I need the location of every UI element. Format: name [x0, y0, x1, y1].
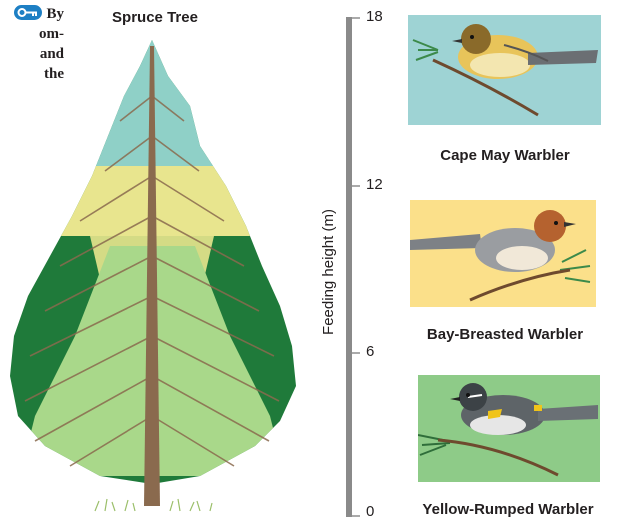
bay-breasted-warbler-panel — [410, 200, 596, 307]
tick-label-12: 12 — [366, 176, 390, 193]
axis-label: Feeding height (m) — [320, 197, 340, 347]
spruce-tree-illustration — [0, 36, 300, 521]
axis-bar — [346, 17, 352, 517]
cape-may-warbler-panel — [408, 15, 601, 125]
yellow-rumped-warbler-panel — [418, 375, 600, 482]
tick-label-18: 18 — [366, 8, 390, 25]
bird-caption-cape-may: Cape May Warbler — [395, 147, 615, 164]
tick-label-6: 6 — [366, 343, 390, 360]
feeding-height-axis — [300, 0, 380, 521]
tick-label-0: 0 — [366, 503, 390, 520]
bird-caption-bay-breasted: Bay-Breasted Warbler — [395, 326, 615, 343]
fragment-line-1: By — [0, 4, 64, 24]
tree-title: Spruce Tree — [100, 9, 210, 26]
bird-caption-yellow-rumped: Yellow-Rumped Warbler — [398, 501, 618, 518]
key-icon — [14, 5, 42, 20]
bird-head — [534, 210, 566, 242]
bird-head — [461, 24, 491, 54]
